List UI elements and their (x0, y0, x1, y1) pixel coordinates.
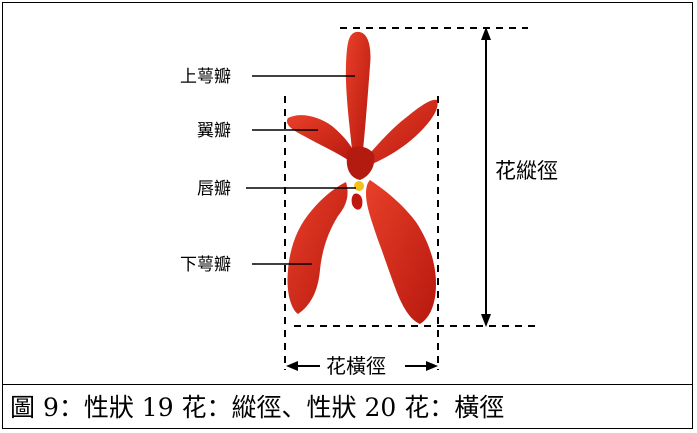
caption-divider (2, 384, 693, 385)
upper-sepal-shape (345, 31, 371, 151)
figure-caption: 圖 9：性狀 19 花：縱徑、性狀 20 花：橫徑 (10, 393, 505, 422)
lower-sepal-right-shape (366, 180, 436, 324)
label-wing-petal: 翼瓣 (197, 121, 231, 141)
orchid-diagram: 上萼瓣 翼瓣 唇瓣 下萼瓣 花縱徑 花橫徑 (180, 27, 558, 378)
label-lower-sepal: 下萼瓣 (180, 255, 231, 275)
wing-petal-right-shape (366, 99, 438, 164)
orchid-flower (286, 31, 438, 324)
flower-center-shape (346, 146, 375, 180)
wing-petal-left-shape (286, 115, 356, 160)
arrowheads (286, 27, 491, 371)
label-horizontal-diameter: 花橫徑 (326, 354, 386, 378)
label-vertical-diameter: 花縱徑 (495, 159, 558, 183)
label-upper-sepal: 上萼瓣 (180, 67, 231, 87)
figure-frame (2, 2, 693, 429)
lip-petal-shape (354, 181, 364, 191)
lower-sepal-left-shape (287, 182, 348, 314)
label-lip-petal: 唇瓣 (197, 179, 231, 199)
measurement-guides (246, 27, 540, 370)
